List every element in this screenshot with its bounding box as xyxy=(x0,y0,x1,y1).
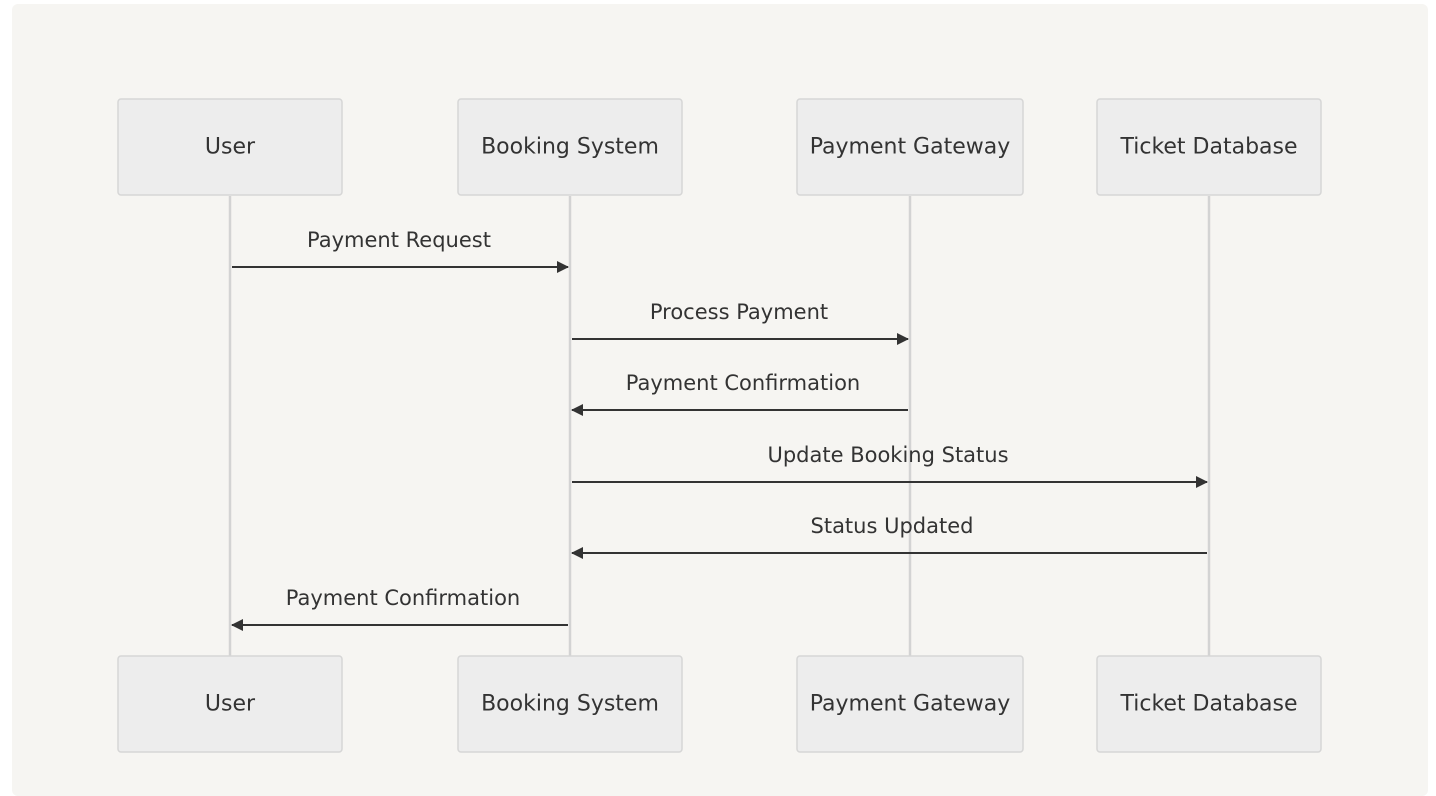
message-status-updated[interactable]: Status Updated xyxy=(571,514,1207,559)
message-label: Payment Request xyxy=(307,228,491,252)
messages: Payment Request Process Payment Payment … xyxy=(231,228,1208,631)
actor-label: User xyxy=(205,135,256,160)
message-process-payment[interactable]: Process Payment xyxy=(572,300,909,345)
actor-label: Ticket Database xyxy=(1119,135,1297,160)
actor-ticket-database-top[interactable]: Ticket Database xyxy=(1096,98,1322,196)
actors-bottom: User Booking System Payment Gateway Tick… xyxy=(117,655,1322,753)
message-payment-confirmation-user[interactable]: Payment Confirmation xyxy=(231,586,568,631)
actor-label: Ticket Database xyxy=(1119,692,1297,717)
message-payment-request[interactable]: Payment Request xyxy=(232,228,569,273)
message-label: Update Booking Status xyxy=(767,443,1008,467)
actor-booking-system-bottom[interactable]: Booking System xyxy=(457,655,683,753)
actor-label: Booking System xyxy=(481,135,659,160)
lifelines xyxy=(228,196,1211,656)
message-label: Payment Confirmation xyxy=(286,586,520,610)
actor-ticket-database-bottom[interactable]: Ticket Database xyxy=(1096,655,1322,753)
actor-label: Payment Gateway xyxy=(810,692,1011,717)
actor-user-bottom[interactable]: User xyxy=(117,655,343,753)
message-label: Payment Confirmation xyxy=(626,371,860,395)
message-update-booking-status[interactable]: Update Booking Status xyxy=(572,443,1208,488)
actor-label: User xyxy=(205,692,256,717)
actor-payment-gateway-bottom[interactable]: Payment Gateway xyxy=(796,655,1024,753)
message-payment-confirmation-gateway[interactable]: Payment Confirmation xyxy=(571,371,908,416)
actor-booking-system-top[interactable]: Booking System xyxy=(457,98,683,196)
message-label: Status Updated xyxy=(811,514,974,538)
actor-user-top[interactable]: User xyxy=(117,98,343,196)
actor-label: Booking System xyxy=(481,692,659,717)
actor-label: Payment Gateway xyxy=(810,135,1011,160)
message-label: Process Payment xyxy=(650,300,828,324)
actor-payment-gateway-top[interactable]: Payment Gateway xyxy=(796,98,1024,196)
actors-top: User Booking System Payment Gateway Tick… xyxy=(117,98,1322,196)
